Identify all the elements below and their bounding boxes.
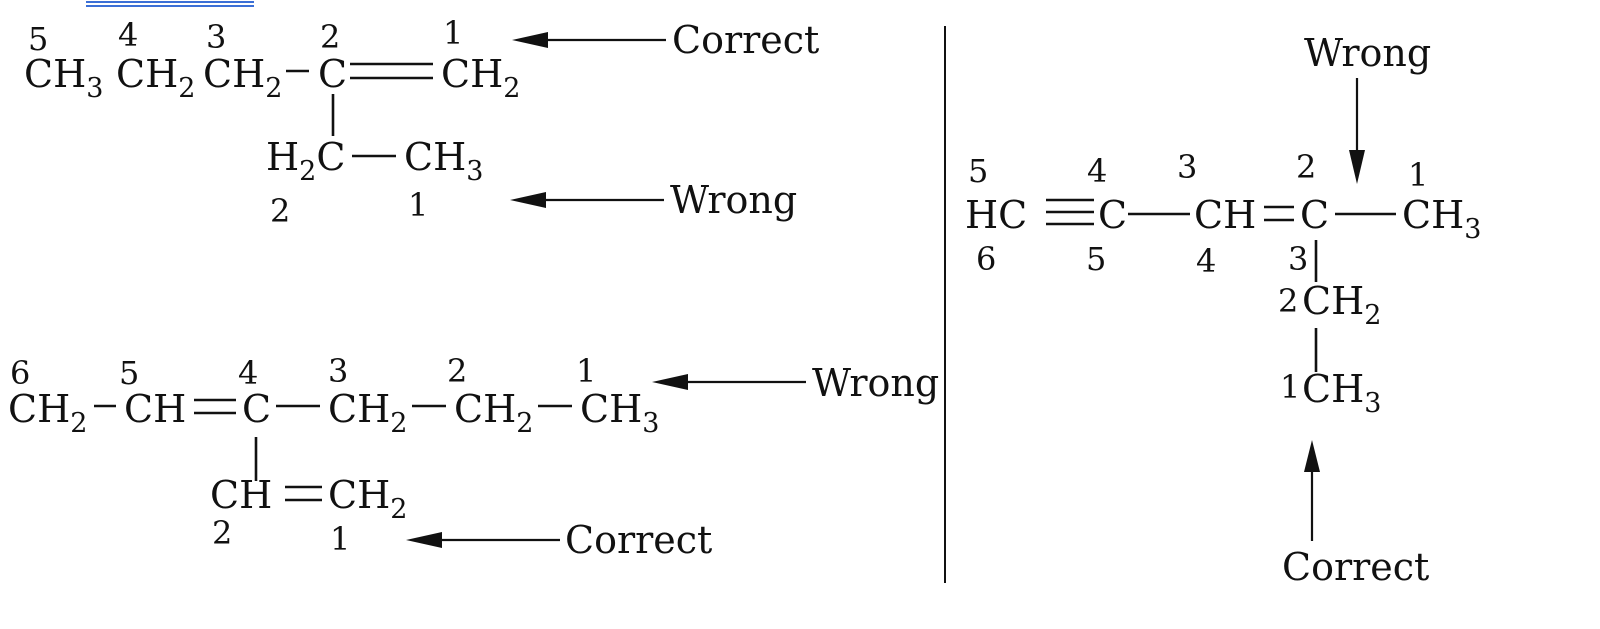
arrow-down-icon — [1349, 150, 1365, 184]
number-label: 3 — [328, 352, 348, 390]
label-correct: Correct — [672, 18, 819, 62]
atom-group: CH2 — [116, 52, 195, 104]
atom-group: H2C — [266, 135, 345, 187]
atom-group: C — [1300, 193, 1329, 237]
number-label: 5 — [968, 152, 988, 190]
number-label: 6 — [976, 240, 996, 278]
number-label: 2 — [212, 514, 232, 552]
number-label: 5 — [119, 354, 139, 392]
number-label: 1 — [1280, 368, 1300, 406]
number-label: 5 — [28, 20, 48, 58]
arrow-up-icon — [1304, 440, 1320, 472]
number-label: 3 — [206, 18, 226, 56]
number-label: 1 — [408, 186, 428, 224]
atom-group: CH2 — [8, 387, 87, 439]
number-label: 1 — [576, 352, 596, 390]
atom-group: CH3 — [1402, 193, 1481, 245]
arrow-left-icon — [652, 374, 688, 390]
atom-group: CH3 — [404, 135, 483, 187]
number-label: 2 — [320, 18, 340, 56]
atom-group: CH2 — [454, 387, 533, 439]
atom-group: CH3 — [1302, 367, 1381, 419]
number-label: 3 — [1288, 240, 1308, 278]
label-wrong: Wrong — [812, 361, 939, 405]
number-label: 4 — [1196, 242, 1216, 280]
number-label: 2 — [270, 192, 290, 230]
atom-group: C — [242, 387, 271, 431]
atom-group: CH2 — [328, 473, 407, 525]
number-label: 1 — [330, 520, 350, 558]
number-label: 3 — [1177, 148, 1197, 186]
structure-b: 6 5 4 3 2 1 CH2 CH C CH2 CH2 CH3 CH CH2 … — [8, 352, 939, 562]
number-label: 2 — [447, 352, 467, 390]
atom-group: CH2 — [441, 52, 520, 104]
atom-group: CH3 — [24, 52, 103, 104]
structure-a: 5 4 3 2 1 CH3 CH2 CH2 C CH2 H2C CH3 2 1 … — [24, 14, 819, 230]
number-label: 1 — [1408, 156, 1428, 194]
atom-group: C — [318, 52, 347, 96]
number-label: 6 — [10, 354, 30, 392]
arrow-left-icon — [406, 532, 442, 548]
atom-group: CH2 — [328, 387, 407, 439]
number-label: 4 — [238, 354, 258, 392]
atom-group: CH — [124, 387, 186, 431]
number-label: 5 — [1086, 240, 1106, 278]
atom-group: CH2 — [203, 52, 282, 104]
label-wrong: Wrong — [670, 178, 797, 222]
atom-group: HC — [965, 193, 1027, 237]
label-correct: Correct — [565, 518, 712, 562]
number-label: 2 — [1296, 148, 1316, 186]
arrow-left-icon — [512, 32, 548, 48]
structure-c: Wrong 5 4 3 2 1 HC C CH C CH3 6 5 4 3 2 … — [965, 31, 1481, 589]
number-label: 1 — [443, 14, 463, 52]
link-underline — [86, 1, 254, 7]
atom-group: CH3 — [580, 387, 659, 439]
number-label: 4 — [118, 16, 138, 54]
atom-group: CH2 — [1302, 279, 1381, 331]
label-wrong: Wrong — [1304, 31, 1431, 75]
label-correct: Correct — [1282, 545, 1429, 589]
atom-group: CH — [210, 473, 272, 517]
atom-group: CH — [1194, 193, 1256, 237]
number-label: 4 — [1087, 152, 1107, 190]
number-label: 2 — [1278, 282, 1298, 320]
arrow-left-icon — [510, 192, 546, 208]
atom-group: C — [1098, 193, 1127, 237]
